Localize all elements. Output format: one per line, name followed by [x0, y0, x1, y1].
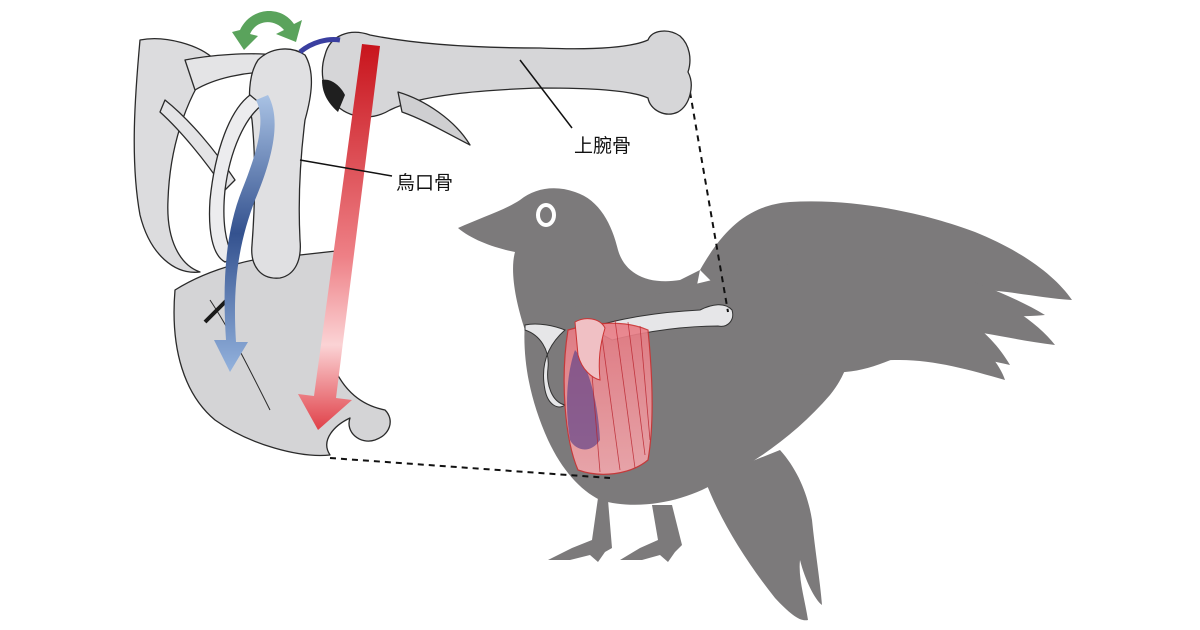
connector-lower: [329, 457, 611, 479]
bird-head: [458, 188, 700, 330]
bird-eye: [536, 203, 556, 227]
label-humerus-group: 上腕骨: [519, 59, 631, 157]
inset-furcula: [524, 323, 567, 408]
leader-line-humerus: [519, 59, 573, 129]
humerus: [321, 30, 692, 118]
joint-dark-patch: [322, 79, 345, 112]
zoom-connectors: [329, 91, 729, 479]
sternum: [173, 249, 391, 457]
label-humerus: 上腕骨: [574, 135, 631, 157]
leader-line-coracoid: [299, 159, 393, 177]
bird-tail: [705, 450, 822, 621]
acrocoracoid-process: [397, 91, 471, 146]
bird-near-wing: [640, 256, 1045, 375]
supracoracoideus-tendon: [298, 37, 341, 54]
inset-muscle-fibers: [587, 319, 651, 473]
label-coracoid-group: 烏口骨: [299, 159, 453, 194]
bird-right-leg: [620, 505, 682, 562]
downstroke-arrow-icon: [298, 44, 380, 430]
bird-silhouette: [458, 188, 1072, 621]
label-coracoid: 烏口骨: [396, 172, 453, 194]
upstroke-arrow-icon: [214, 95, 275, 372]
bird-left-leg: [548, 498, 612, 562]
inset-coracoid: [574, 318, 606, 381]
rotation-arrow-icon: [232, 11, 302, 50]
motion-arrows: [214, 11, 380, 430]
inset-supracoracoideus: [567, 350, 600, 450]
inset-skeleton: [524, 304, 734, 475]
connector-upper: [689, 91, 729, 313]
